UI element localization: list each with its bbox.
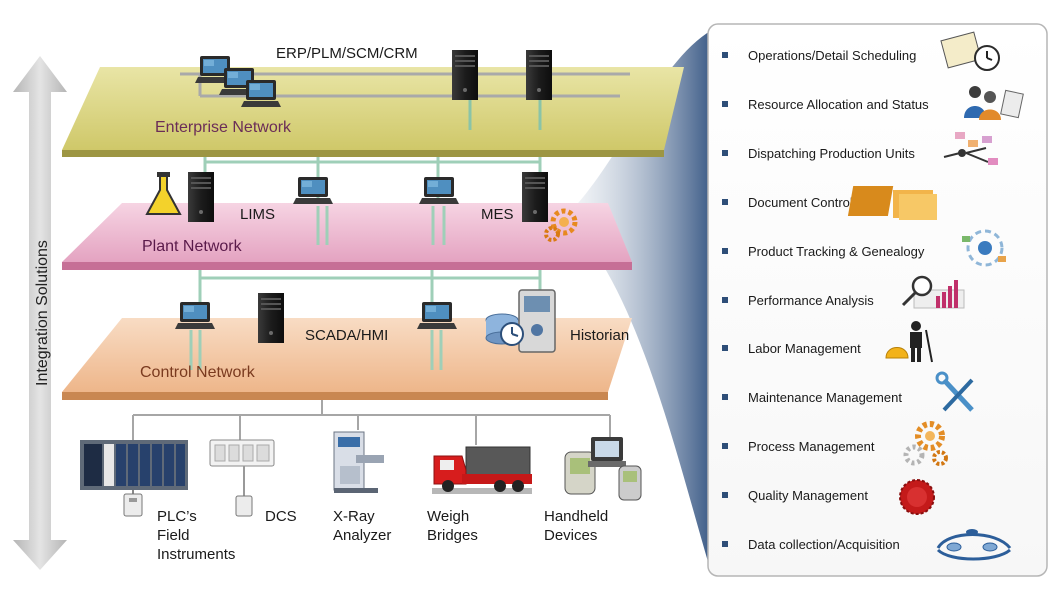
dcs-icon [209,439,275,517]
bullet [722,150,728,156]
bullet [722,199,728,205]
flask-icon [145,172,182,215]
gears-icon [903,421,948,466]
integration-arrow [13,56,67,570]
device-xray-line2: Analyzer [333,527,391,544]
folder-icon [847,186,937,220]
device-xray-line1: X-Ray [333,508,375,525]
dispatch-icon [943,132,998,165]
mes-function-label: Maintenance Management [748,390,902,405]
plant-network-label: Plant Network [142,238,243,255]
device-labels: PLC’s Field Instruments DCS X-Ray Analyz… [157,508,608,563]
bullet [722,345,728,351]
resource-icon [964,86,1024,120]
historian-label: Historian [570,327,629,344]
lims-server [188,172,214,222]
enterprise-laptop-3 [241,80,281,107]
worker-icon [885,321,933,363]
control-network-label: Control Network [140,364,256,381]
plant-control-connectors [198,270,542,312]
scada-label: SCADA/HMI [305,327,388,344]
mes-label: MES [481,206,514,223]
scheduling-icon [940,31,1000,71]
device-weigh-line2: Bridges [427,527,478,544]
mes-function-label: Process Management [748,439,875,454]
mes-function-label: Dispatching Production Units [748,146,915,161]
plant-laptop-1 [293,177,333,204]
mes-functions-panel [707,23,1048,577]
mes-gear-icon [544,208,578,242]
control-laptop-2 [417,302,457,329]
mes-function-label: Document Control [748,195,853,210]
device-plc-line3: Instruments [157,546,235,563]
erp-server-2 [526,50,552,100]
mes-function-label: Resource Allocation and Status [748,97,929,112]
mes-expansion-funnel [570,30,712,575]
mes-function-list: Operations/Detail Scheduling Resource Al… [722,31,1024,561]
enterprise-plant-connectors [203,157,542,200]
bullet [722,248,728,254]
plant-drops [316,206,446,245]
enterprise-network-label: Enterprise Network [155,119,292,136]
erp-systems-label: ERP/PLM/SCM/CRM [276,45,418,62]
device-dcs-line1: DCS [265,508,297,525]
bullet [722,443,728,449]
scada-server [258,293,284,343]
erp-server-1 [452,50,478,100]
bullet [722,101,728,107]
device-bus [132,400,611,445]
bullet [722,541,728,547]
control-laptop-1 [175,302,215,329]
device-plc-line1: PLC’s [157,508,197,525]
enterprise-layer [62,67,684,157]
seal-icon [899,479,935,515]
device-handheld-line1: Handheld [544,508,608,525]
mes-function-label: Performance Analysis [748,293,874,308]
mes-function-label: Quality Management [748,488,868,503]
bullet [722,297,728,303]
bullet [722,52,728,58]
plc-rack-icon [80,440,188,517]
handheld-devices-icon [564,437,642,501]
xray-analyzer-icon [333,431,384,493]
device-plc-line2: Field [157,527,190,544]
bullet [722,394,728,400]
control-drops [189,330,443,370]
analysis-icon [901,275,965,309]
mes-function-label: Data collection/Acquisition [748,537,900,552]
mes-function-label: Operations/Detail Scheduling [748,48,916,63]
mes-function-label: Labor Management [748,341,861,356]
lims-label: LIMS [240,206,275,223]
bullet [722,492,728,498]
mes-function-label: Product Tracking & Genealogy [748,244,925,259]
truck-icon [432,446,532,494]
historian-icon [485,289,556,353]
device-weigh-line1: Weigh [427,508,469,525]
tools-icon [935,371,974,412]
integration-solutions-label: Integration Solutions [34,240,51,386]
plant-laptop-2 [419,177,459,204]
mes-server [522,172,548,222]
device-handheld-line2: Devices [544,527,597,544]
tracking-icon [962,229,1006,267]
network-icon [936,529,1012,561]
